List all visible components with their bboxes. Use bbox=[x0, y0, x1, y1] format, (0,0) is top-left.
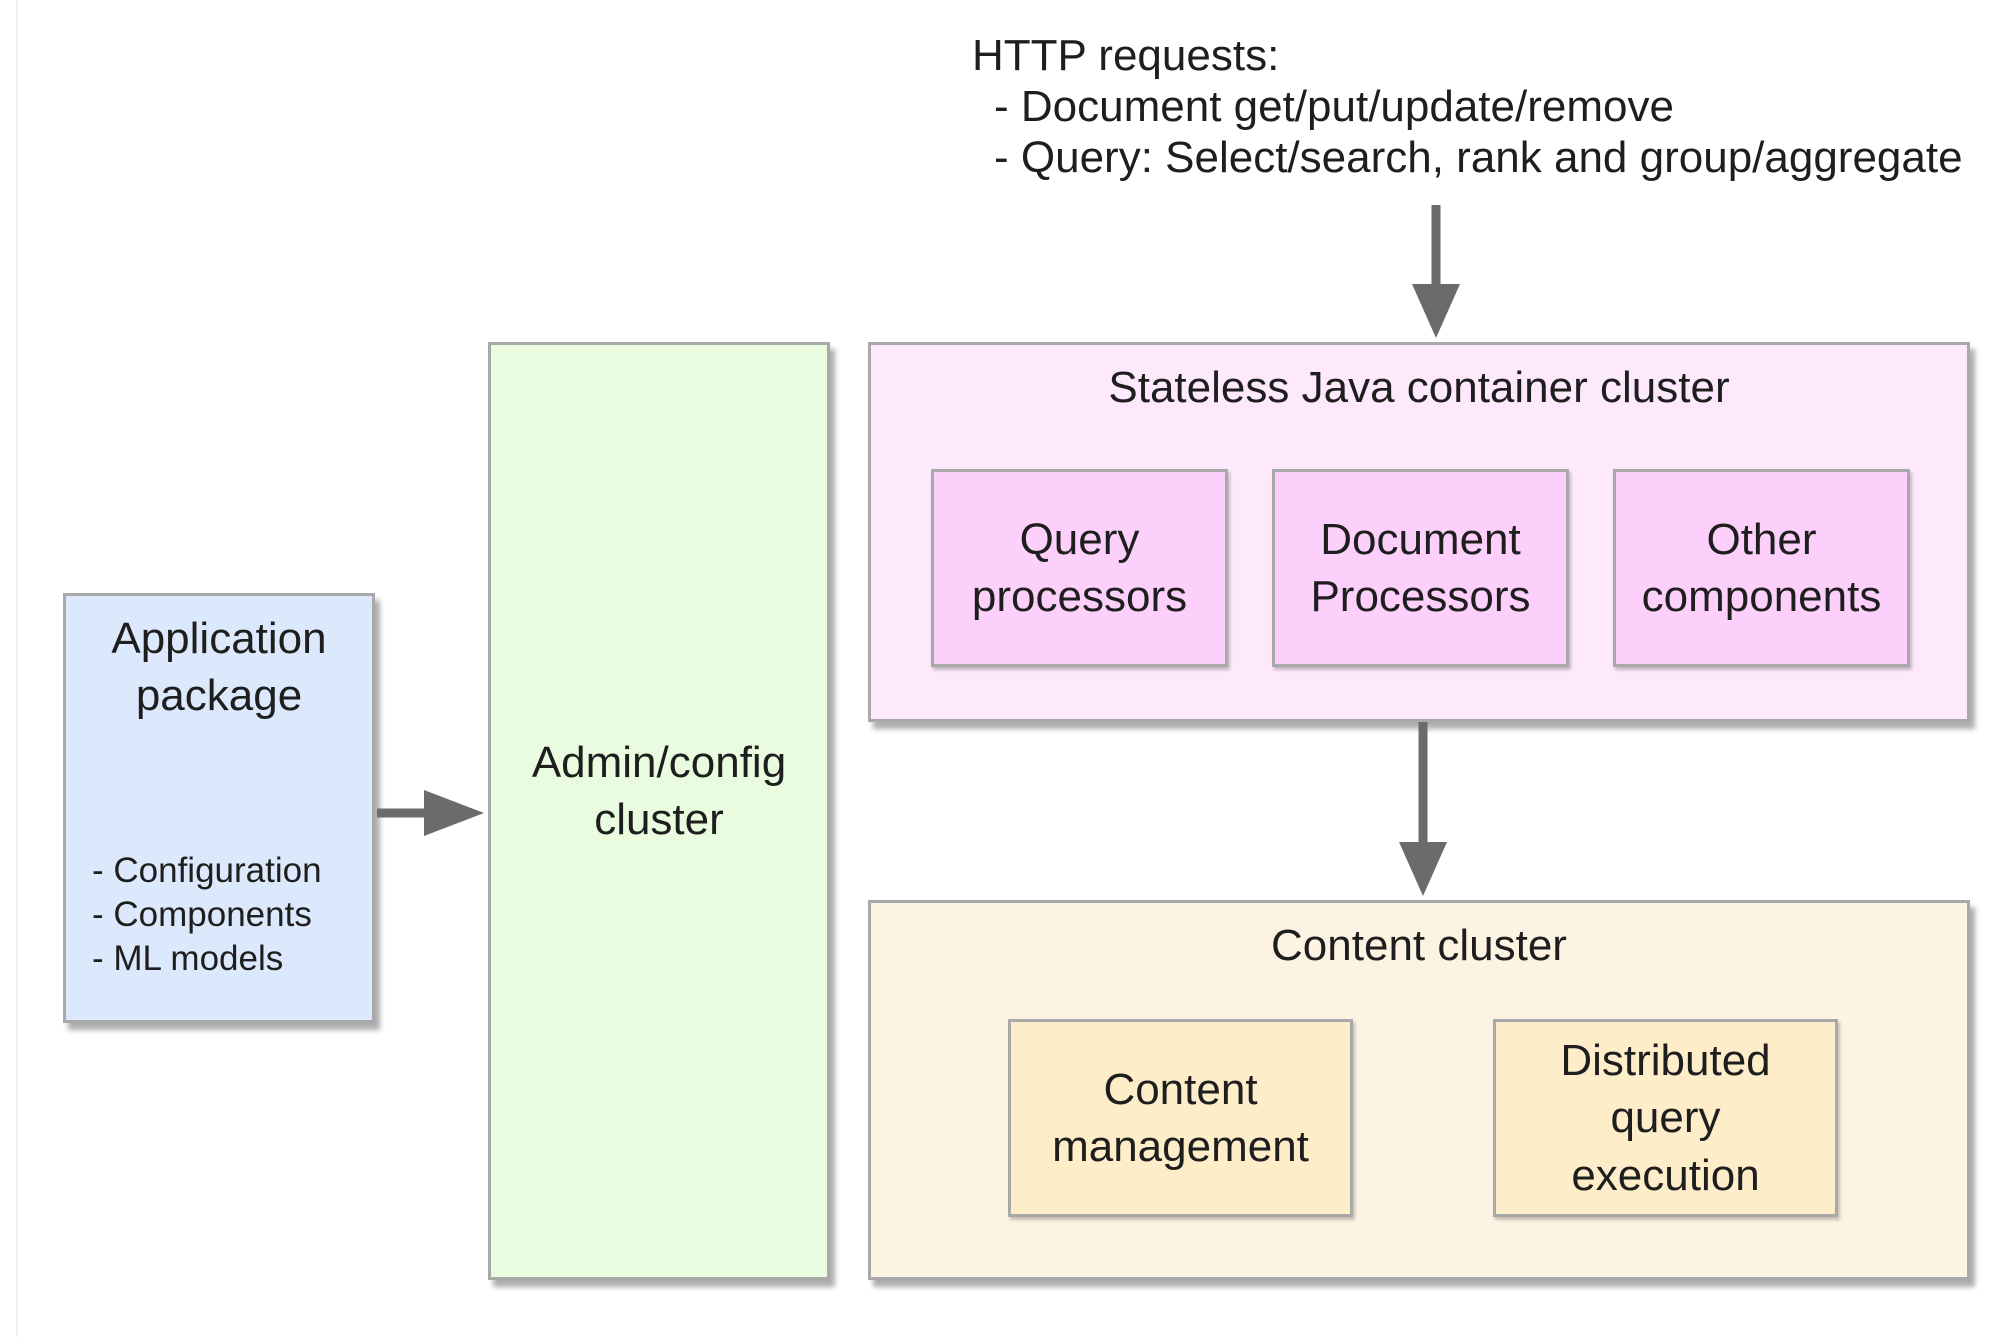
application-package-item-components: - Components bbox=[92, 895, 312, 934]
document-processors-box: Document Processors bbox=[1272, 469, 1569, 667]
http-requests-heading: HTTP requests: bbox=[972, 31, 1280, 80]
document-processors-label: Document Processors bbox=[1310, 514, 1531, 621]
query-processors-label: Query processors bbox=[971, 514, 1188, 621]
container-cluster-title: Stateless Java container cluster bbox=[1108, 363, 1730, 412]
distributed-query-execution-label: Distributed query execution bbox=[1560, 1036, 1771, 1200]
distributed-query-execution-box: Distributed query execution bbox=[1493, 1019, 1838, 1217]
other-components-box: Other components bbox=[1613, 469, 1910, 667]
admin-config-cluster-title: Admin/config cluster bbox=[531, 737, 787, 844]
content-management-box: Content management bbox=[1008, 1019, 1353, 1217]
arrow-app-package-to-admin bbox=[377, 790, 484, 836]
content-cluster-box: Content cluster Content management Distr… bbox=[868, 900, 1970, 1280]
application-package-item-configuration: - Configuration bbox=[92, 851, 322, 890]
http-requests-list: - Document get/put/update/remove - Query… bbox=[972, 81, 1963, 183]
application-package-items: - Configuration - Components - ML models bbox=[92, 849, 322, 981]
application-package-box: Application package - Configuration - Co… bbox=[63, 593, 375, 1023]
content-cluster-title: Content cluster bbox=[1271, 921, 1567, 970]
http-requests-note: HTTP requests: - Document get/put/update… bbox=[972, 30, 1963, 183]
arrow-http-to-container bbox=[1412, 205, 1460, 338]
other-components-label: Other components bbox=[1641, 514, 1882, 621]
arrow-container-to-content bbox=[1399, 722, 1447, 896]
query-processors-box: Query processors bbox=[931, 469, 1228, 667]
http-request-item-query: - Query: Select/search, rank and group/a… bbox=[994, 133, 1963, 182]
admin-config-cluster-box: Admin/config cluster bbox=[488, 342, 830, 1280]
http-request-item-document: - Document get/put/update/remove bbox=[994, 82, 1674, 131]
application-package-item-ml-models: - ML models bbox=[92, 939, 284, 978]
left-edge-rule bbox=[16, 0, 18, 1337]
container-cluster-box: Stateless Java container cluster Query p… bbox=[868, 342, 1970, 722]
application-package-title: Application package bbox=[111, 614, 327, 721]
content-management-label: Content management bbox=[1052, 1064, 1309, 1171]
